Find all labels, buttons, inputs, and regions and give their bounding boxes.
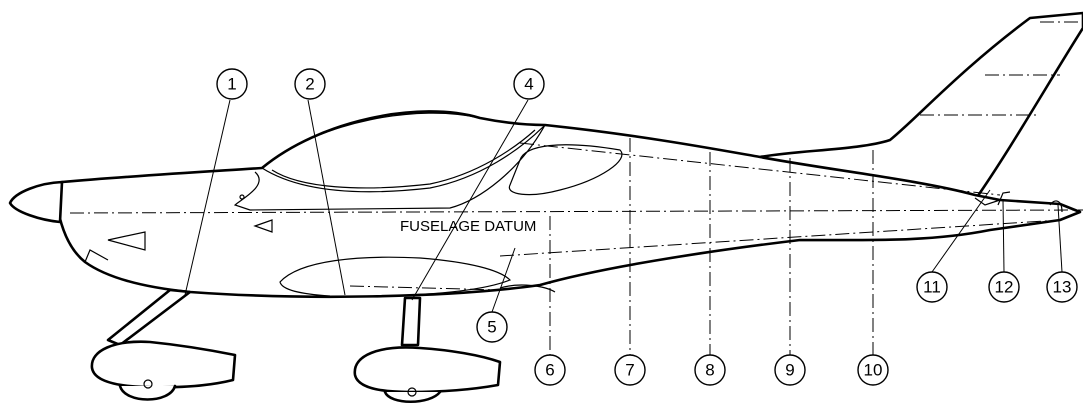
callout-10-label: 10 (864, 361, 883, 380)
latch-icon (239, 194, 245, 200)
leader-11 (931, 189, 991, 273)
callout-11: 11 (916, 271, 948, 303)
main-wheel (383, 390, 442, 403)
callout-4: 4 (513, 68, 545, 100)
callout-4-label: 4 (524, 75, 533, 94)
nose-wheel (118, 384, 177, 401)
main-gear-leg (400, 296, 422, 347)
callout-11-label: 11 (923, 278, 941, 297)
callout-13-label: 13 (1053, 278, 1072, 297)
wing-chord-line (349, 285, 501, 291)
leader-2 (307, 99, 346, 296)
canopy-frame (271, 129, 536, 189)
fuselage-datum-line (69, 209, 1083, 214)
leader-12 (1002, 199, 1005, 273)
callout-2: 2 (294, 68, 326, 100)
main-wheel-fairing (353, 346, 502, 394)
wing-root (279, 256, 512, 297)
wing-fillet (499, 284, 556, 293)
nose-wheel-fairing (90, 340, 237, 389)
callout-6-label: 6 (545, 361, 554, 380)
nose-axle (143, 379, 153, 389)
leader-4 (411, 99, 529, 301)
callout-6: 6 (534, 354, 566, 386)
propeller-spinner (8, 180, 64, 224)
callout-5: 5 (476, 311, 508, 343)
vertical-tail (758, 11, 1083, 202)
leader-1 (184, 99, 231, 296)
fuselage-datum-label: FUSELAGE DATUM (400, 218, 536, 235)
callout-10: 10 (857, 354, 889, 386)
callout-9: 9 (774, 354, 806, 386)
canopy-sill (233, 124, 546, 211)
callout-7-label: 7 (625, 361, 634, 380)
fuselage (56, 110, 1082, 299)
callout-8-label: 8 (705, 361, 714, 380)
leader-5 (491, 247, 516, 313)
callout-12: 12 (988, 271, 1020, 303)
cowl-vent (107, 231, 146, 251)
callout-13: 13 (1046, 271, 1078, 303)
callout-5-label: 5 (487, 318, 496, 337)
vent-icon (253, 219, 273, 233)
horizontal-stabilizer (974, 197, 1001, 206)
nose-gear-leg (106, 288, 192, 347)
callout-1-label: 1 (227, 75, 236, 94)
callout-7: 7 (614, 354, 646, 386)
callout-12-label: 12 (995, 278, 1014, 297)
cowl-lower (84, 249, 109, 263)
lower-waterline (499, 219, 1061, 257)
main-axle (407, 387, 417, 397)
tail-light (1049, 200, 1063, 213)
callout-2-label: 2 (305, 75, 314, 94)
callout-9-label: 9 (785, 361, 794, 380)
callout-8: 8 (694, 354, 726, 386)
leader-13 (1057, 204, 1063, 273)
upper-waterline (519, 142, 1001, 196)
tail-antenna (997, 191, 1011, 206)
callout-1: 1 (216, 68, 248, 100)
